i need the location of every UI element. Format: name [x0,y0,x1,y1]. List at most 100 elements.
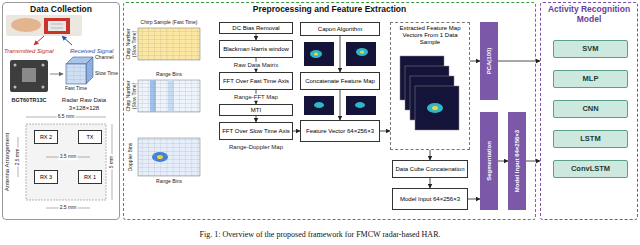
process-box: FFT Over Fast Time Axis [219,72,293,90]
annotation-label: BGT60TR13C [11,97,46,103]
feature-map-stack [400,56,459,130]
flow-arrow [340,36,341,72]
raw-data-cube-part [66,64,86,84]
hand-radar-photo-part [6,15,82,36]
process-box: MTI [219,104,293,116]
process-box: FFT Over Slow Time Axis [219,122,293,140]
hand-radar-photo-part [48,21,66,31]
range-fft-grid [138,80,200,112]
annotation-label: 2.5 mm [15,148,21,167]
annotation-label: Chirp Sample (Fast Time) [141,20,198,26]
box-label: Feature Vector 64×256×3 [306,128,374,135]
feature-map-stack-part [427,103,443,113]
capon-heatmaps-part [355,102,365,108]
flow-arrow [380,131,390,132]
annotation-label: Channel [95,55,114,61]
feature-stack-box: Extracted Feature Map Vectors From 1 Dat… [390,22,470,150]
received-arrow [62,36,72,45]
raw-data-cube-part [66,64,86,84]
panel: Data Collection RX 2 TX RX 3 RX 1 [2,2,120,220]
process-box: DC Bias Removal [219,22,293,34]
process-box: Model Input 64×256×3 [392,188,468,210]
flow-arrow [340,90,341,120]
capon-heatmaps-part [304,42,334,66]
capon-heatmaps-part [314,53,318,56]
data-arrow-part [50,74,63,75]
annotation-label: Antenna Arrangement [4,133,11,191]
flow-arrow [526,161,540,162]
annotation-label: Range-Doppler Map [229,144,283,151]
hand-radar-photo-part [51,24,63,25]
box-label: Capon Algorithm [318,26,362,33]
box-label: SVM [582,45,598,53]
panel-title: Data Collection [3,3,119,15]
annotation-label: Range Bins [156,179,182,185]
flow-arrow [498,161,508,162]
box-label: MLP [583,75,599,83]
panel: Preprocessing and Feature Extraction DC B… [123,2,536,220]
flow-arrow [293,131,300,132]
box-label: RX 3 [40,174,52,180]
stage-bar: Model Input 64×256×3 [508,112,526,210]
transmitted-arrow [34,36,44,45]
stage-bar: PCA(100) [480,22,498,100]
annotation-label: Fast Time [65,86,87,92]
capon-heatmaps-part [360,51,364,54]
range-fft-grid-part [138,80,200,112]
box-label: RX 2 [40,134,52,140]
process-box: Feature Vector 64×256×3 [300,120,380,142]
annotation-label: Raw Data Matrix [233,62,279,69]
box-label: FFT Over Slow Time Axis [222,128,290,135]
raw-data-grid [138,28,200,60]
capon-heatmaps-part [310,50,322,58]
range-doppler-grid-part [138,138,200,176]
box-label: ConvLSTM [571,165,610,173]
panel-title: Activity Recognition Model [541,3,637,25]
box-label: MTI [251,107,261,114]
flow-arrow [498,61,540,62]
figure-caption: Fig. 1: Overview of the proposed framewo… [0,230,640,239]
box-label: Segmentation [486,141,493,181]
antenna-box: RX 2 [34,130,58,144]
annotation-label: Doppler Bins [128,143,134,172]
capon-heatmaps-part [346,42,376,66]
antenna-layout-part [26,124,106,200]
panel: Activity Recognition ModelSVMMLPCNNLSTMC… [540,2,638,220]
range-doppler-grid [138,138,200,176]
annotation-label: Chirp Number (Slow Time) [126,76,137,116]
box-label: CNN [582,105,598,113]
box-label: Blackman Harris window [223,46,289,53]
panel-title: Preprocessing and Feature Extraction [124,3,535,15]
hand-radar-photo-part [51,28,63,29]
model-box: CNN [553,100,628,118]
capon-heatmaps-part [304,96,334,115]
antenna-box: RX 3 [34,170,58,184]
received-arrow-part [62,36,72,45]
annotation-label: 2.5 mm [59,205,78,211]
annotation-label: Transmitted Signal [4,48,54,55]
raw-data-cube [66,57,93,84]
flow-arrow [468,199,480,200]
process-box: Blackman Harris window [219,40,293,58]
annotation-label: Received Signal [70,48,113,55]
box-label: Data Cube Concatenation [395,166,464,173]
box-label: DC Bias Removal [232,25,279,32]
radar-board-part [14,86,17,89]
process-box: Capon Algorithm [300,22,380,36]
annotation-label: 3×128×128 [69,105,99,112]
process-box: Data Cube Concatenation [392,160,468,178]
box-label: TX [86,134,93,140]
data-arrow [50,74,63,75]
annotation-label: Slow Time [95,71,118,77]
antenna-box: RX 1 [78,170,102,184]
box-label: RX 1 [84,174,96,180]
model-box: SVM [553,40,628,58]
process-box: Concatenate Feature Map [300,72,380,90]
antenna-box: TX [78,130,102,144]
annotation-label: 3.5 mm [59,154,78,160]
raw-data-grid-part [138,28,200,60]
feature-map-stack-part [415,86,459,130]
flow-arrow [430,150,431,160]
annotation-label: Chirp Number (Slow Time) [126,24,137,64]
